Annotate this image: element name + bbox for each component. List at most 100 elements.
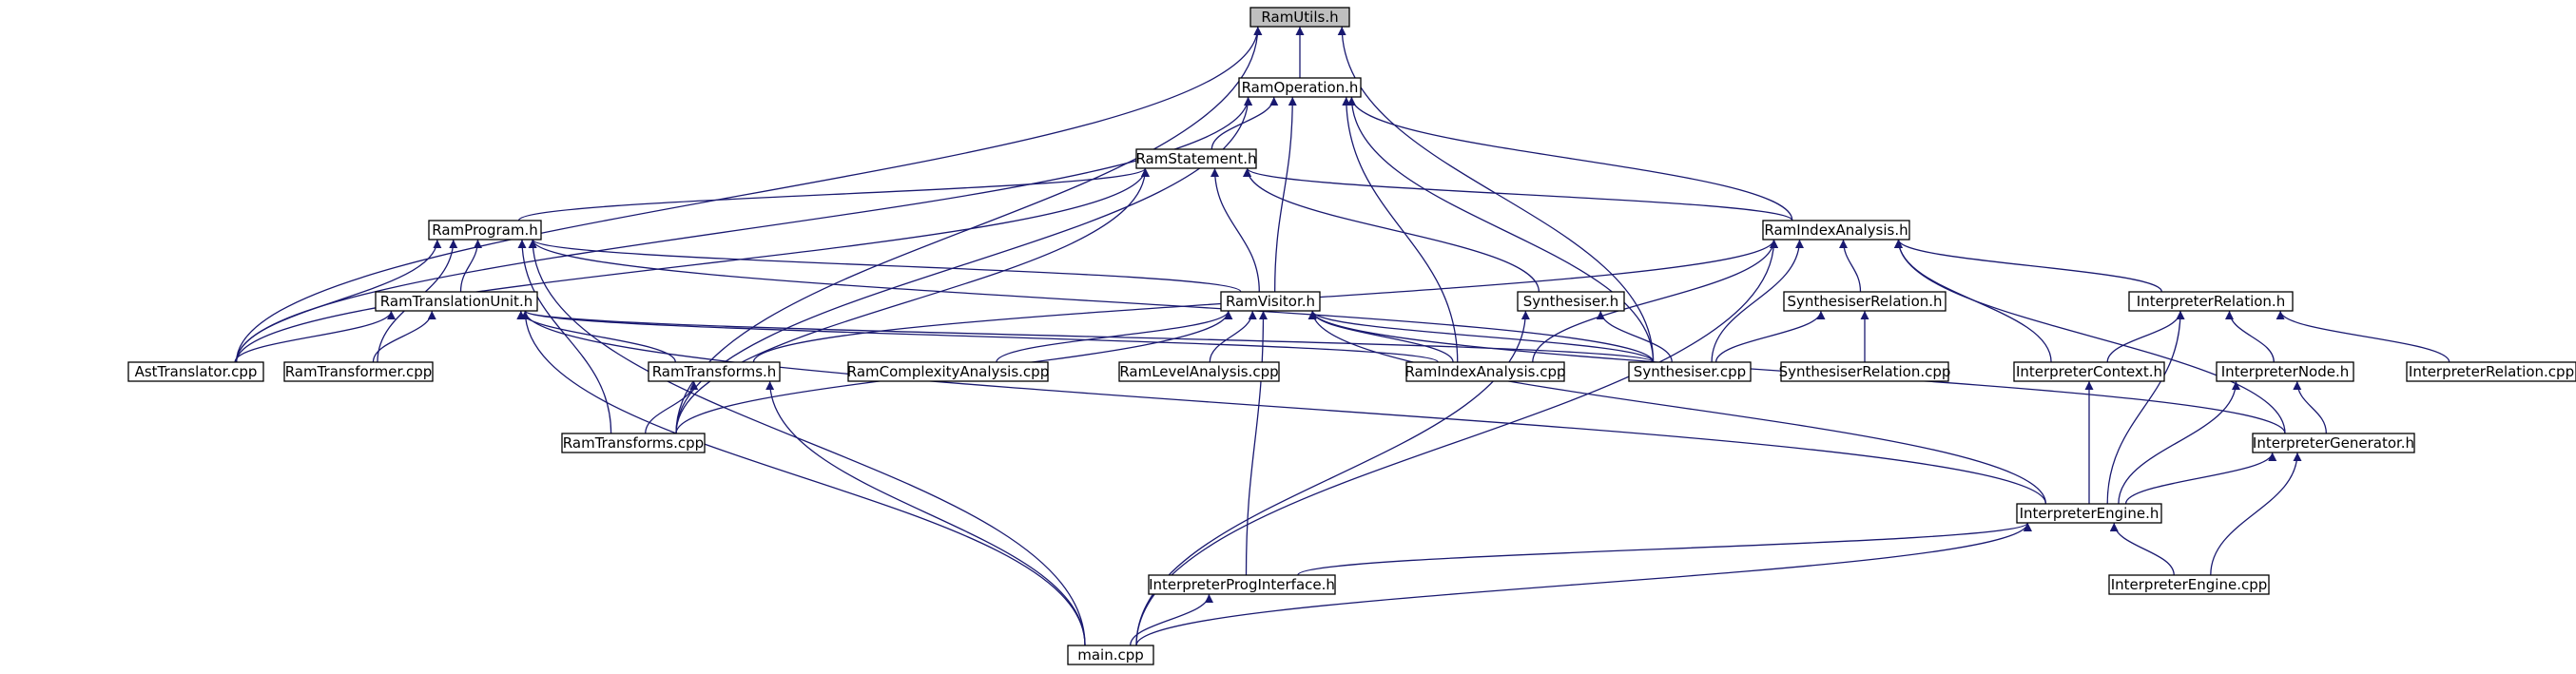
edge-ramtransforms-h-to-ramtranslationunit-h (516, 310, 676, 363)
node-ramindexanalysis-cpp[interactable]: RamIndexAnalysis.cpp (1404, 361, 1566, 382)
edge-main-cpp-to-interpreterengine-h (1135, 522, 2032, 646)
node-box[interactable] (283, 361, 434, 382)
edge-main-cpp-to-ramtransforms-h (765, 380, 1086, 646)
node-interpreterproginterface-h[interactable]: InterpreterProgInterface.h (1148, 574, 1336, 595)
edge-interpreterengine-cpp-to-interpretergenerator-h (2210, 452, 2302, 576)
node-synthesiser-h[interactable]: Synthesiser.h (1517, 291, 1625, 312)
edge-ramlevelanalysis-cpp-to-ramvisitor-h (1209, 310, 1257, 363)
node-box[interactable] (2406, 361, 2576, 382)
node-interpreterrelation-h[interactable]: InterpreterRelation.h (2128, 291, 2294, 312)
node-asttranslator-cpp[interactable]: AstTranslator.cpp (127, 361, 264, 382)
edge-ramindexanalysis-cpp-to-ramtranslationunit-h (521, 310, 1439, 363)
edge-synthesiser-cpp-to-ramoperation-h (1346, 96, 1655, 363)
edge-ramtransformer-cpp-to-ramtranslationunit-h (372, 310, 436, 363)
node-ramtransformer-cpp[interactable]: RamTransformer.cpp (283, 361, 434, 382)
edge-synthesiser-cpp-to-ramvisitor-h (1307, 310, 1655, 363)
edge-ramvisitor-h-to-ramoperation-h (1274, 96, 1297, 293)
edge-synthesiser-cpp-to-synthesiserrelation-h (1714, 310, 1826, 363)
node-box[interactable] (2016, 503, 2162, 524)
edge-synthesiser-cpp-to-ramprogram-h (528, 239, 1655, 363)
node-box[interactable] (1135, 148, 1257, 169)
node-interpreterengine-h[interactable]: InterpreterEngine.h (2016, 503, 2162, 524)
node-interpreterrelation-cpp[interactable]: InterpreterRelation.cpp (2406, 361, 2576, 382)
edge-synthesiserrelation-h-to-ramindexanalysis-h (1839, 239, 1862, 293)
node-ramtransforms-h[interactable]: RamTransforms.h (648, 361, 781, 382)
node-ramvisitor-h[interactable]: RamVisitor.h (1220, 291, 1321, 312)
edge-ramindexanalysis-h-to-ramstatement-h (1243, 167, 1793, 221)
node-ramtransforms-cpp[interactable]: RamTransforms.cpp (561, 433, 706, 453)
edge-main-cpp-to-interpreterproginterface-h (1130, 593, 1213, 646)
edge-ramvisitor-h-to-ramstatement-h (1211, 167, 1260, 293)
edge-ramstatement-h-to-ramoperation-h (1211, 96, 1279, 150)
node-synthesiserrelation-cpp[interactable]: SynthesiserRelation.cpp (1779, 361, 1951, 382)
node-box[interactable] (2013, 361, 2165, 382)
node-box[interactable] (1628, 361, 1752, 382)
node-ramprogram-h[interactable]: RamProgram.h (428, 220, 542, 241)
node-box[interactable] (847, 361, 1049, 382)
node-ramutils-h: RamUtils.h (1249, 7, 1350, 28)
node-box[interactable] (1067, 645, 1154, 665)
edge-ramtranslationunit-h-to-ramprogram-h (459, 239, 482, 293)
node-box[interactable] (1118, 361, 1280, 382)
edge-interpretergenerator-h-to-interpreternode-h (2293, 380, 2327, 434)
node-interpreternode-h[interactable]: InterpreterNode.h (2216, 361, 2354, 382)
edge-main-cpp-to-ramindexanalysis-h (1135, 239, 1779, 646)
node-interpreterengine-cpp[interactable]: InterpreterEngine.cpp (2108, 574, 2270, 595)
node-ramcomplexityanalysis-cpp[interactable]: RamComplexityAnalysis.cpp (847, 361, 1049, 382)
edge-ramtransforms-cpp-to-ramoperation-h (675, 96, 1253, 434)
edge-ramprogram-h-to-ramstatement-h (517, 167, 1150, 221)
node-synthesiserrelation-h[interactable]: SynthesiserRelation.h (1783, 291, 1947, 312)
edge-interpreterproginterface-h-to-interpreterengine-h (1297, 522, 2032, 576)
edge-interpreterrelation-h-to-ramindexanalysis-h (1894, 239, 2163, 293)
edge-interpreterengine-h-to-interpreternode-h (2118, 380, 2240, 505)
node-ramindexanalysis-h[interactable]: RamIndexAnalysis.h (1762, 220, 1910, 241)
edge-synthesiser-cpp-to-ramtranslationunit-h (521, 310, 1655, 363)
node-box[interactable] (1405, 361, 1565, 382)
edge-synthesiser-cpp-to-ramutils-h (1337, 26, 1655, 363)
node-interpretercontext-h[interactable]: InterpreterContext.h (2013, 361, 2165, 382)
node-box[interactable] (1517, 291, 1625, 312)
node-box[interactable] (1783, 291, 1947, 312)
node-box (1249, 7, 1350, 28)
node-box[interactable] (1780, 361, 1949, 382)
node-box[interactable] (1220, 291, 1321, 312)
edge-ramindexanalysis-cpp-to-ramoperation-h (1342, 96, 1459, 363)
edge-interpreterproginterface-h-to-ramvisitor-h (1245, 310, 1268, 576)
node-box[interactable] (2108, 574, 2270, 595)
node-box[interactable] (561, 433, 706, 453)
node-box[interactable] (2128, 291, 2294, 312)
edge-interpreternode-h-to-interpreterrelation-h (2225, 310, 2275, 363)
node-box[interactable] (2252, 433, 2415, 453)
edge-synthesiser-cpp-to-synthesiser-h (1596, 310, 1673, 363)
node-box[interactable] (2216, 361, 2354, 382)
node-synthesiser-cpp[interactable]: Synthesiser.cpp (1628, 361, 1752, 382)
node-box[interactable] (127, 361, 264, 382)
node-box[interactable] (1762, 220, 1910, 241)
node-box[interactable] (1238, 77, 1362, 98)
edge-main-cpp-to-ramprogram-h (528, 239, 1086, 646)
node-main-cpp[interactable]: main.cpp (1067, 645, 1154, 665)
edge-asttranslator-cpp-to-ramstatement-h (235, 167, 1150, 363)
node-box[interactable] (1148, 574, 1336, 595)
node-ramtranslationunit-h[interactable]: RamTranslationUnit.h (375, 291, 538, 312)
node-ramlevelanalysis-cpp[interactable]: RamLevelAnalysis.cpp (1118, 361, 1280, 382)
edge-interpreterengine-cpp-to-interpreterengine-h (2109, 522, 2175, 576)
edge-asttranslator-cpp-to-ramutils-h (235, 26, 1263, 363)
node-box[interactable] (375, 291, 538, 312)
edge-ramcomplexityanalysis-cpp-to-ramvisitor-h (996, 310, 1233, 363)
edge-interpreterrelation-cpp-to-interpreterrelation-h (2276, 310, 2450, 363)
edge-main-cpp-to-ramtranslationunit-h (520, 310, 1086, 646)
node-ramoperation-h[interactable]: RamOperation.h (1238, 77, 1362, 98)
edge-interpretergenerator-h-to-ramindexanalysis-h (1893, 239, 2286, 434)
edge-interpreterengine-h-to-interpreterrelation-h (2106, 310, 2185, 505)
node-box[interactable] (428, 220, 542, 241)
edge-interpreterengine-h-to-interpretergenerator-h (2124, 452, 2277, 505)
node-ramstatement-h[interactable]: RamStatement.h (1135, 148, 1257, 169)
edge-asttranslator-cpp-to-ramprogram-h (235, 239, 442, 363)
edge-interpreterengine-h-to-ramvisitor-h (1307, 310, 2047, 505)
node-box[interactable] (648, 361, 781, 382)
edge-asttranslator-cpp-to-ramtranslationunit-h (234, 310, 396, 363)
edge-ramindexanalysis-h-to-ramoperation-h (1346, 96, 1793, 221)
edge-interpreterengine-h-to-ramtranslationunit-h (520, 310, 2047, 505)
node-interpretergenerator-h[interactable]: InterpreterGenerator.h (2252, 433, 2415, 453)
